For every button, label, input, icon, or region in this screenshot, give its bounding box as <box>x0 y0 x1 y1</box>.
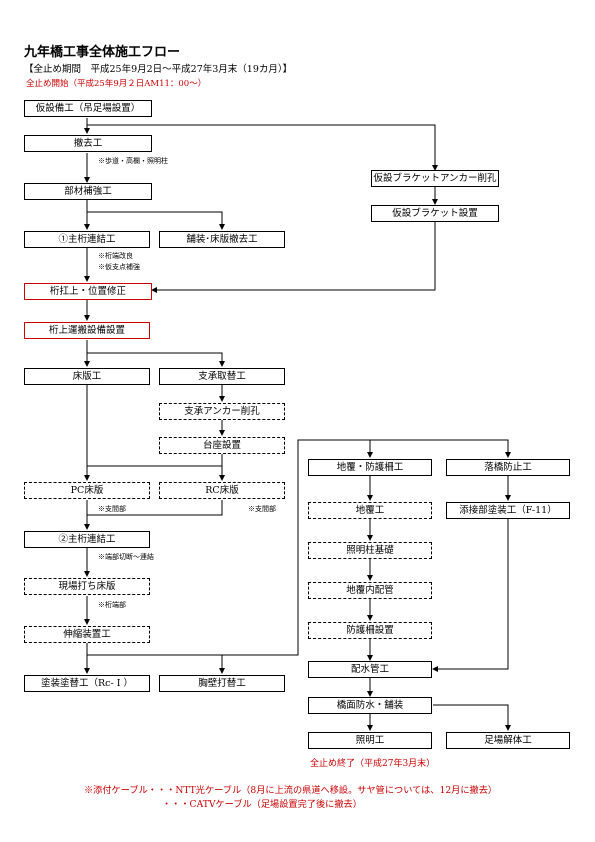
box-jifuku: 地覆工 <box>308 502 432 519</box>
box-bracket-anchor: 仮設ブラケットアンカー削孔 <box>371 170 499 187</box>
box-shisho-anchor: 支承アンカー削孔 <box>159 403 285 420</box>
box-genba-shoban: 現場打ち床版 <box>24 578 150 595</box>
box-rakkyo: 落橋防止工 <box>446 459 570 476</box>
box-shomei-kiso: 照明柱基礎 <box>308 542 432 559</box>
box-daiza: 台座設置 <box>159 437 285 454</box>
box-hoso: 舗装･床版撤去工 <box>159 231 285 248</box>
box-ashiba: 足場解体工 <box>446 732 570 749</box>
box-shomei: 照明工 <box>308 732 432 749</box>
box-buzai: 部材補強工 <box>24 183 152 200</box>
box-jifuku-boco: 地覆・防護柵工 <box>308 459 432 476</box>
note-rc-shikan: ※支間部 <box>248 505 276 513</box>
note-hodo: ※歩道・高欄・照明柱 <box>98 157 168 165</box>
box-bogosaku: 防護柵設置 <box>308 622 432 639</box>
box-keta-unpan: 桁上運搬設備設置 <box>24 322 150 339</box>
box-rc-shoban: RC床版 <box>159 482 285 499</box>
box-shugeta2: ②主桁連結工 <box>24 531 150 548</box>
box-kyoheki: 胸壁打替工 <box>159 675 285 692</box>
box-tosou: 塗装塗替工（Rc- I ） <box>24 675 150 692</box>
box-shinshuku: 伸縮装置工 <box>24 626 150 643</box>
note-tanbu: ※端部切断～連結 <box>98 553 154 561</box>
box-kasetsu: 仮設備工（吊足場設置） <box>24 100 152 117</box>
box-haisui: 配水管工 <box>308 661 432 678</box>
box-pc-shoban: PC床版 <box>24 482 150 499</box>
note-pc-shikan: ※支間部 <box>98 505 126 513</box>
box-shoban: 床版工 <box>24 368 150 385</box>
page-title: 九年橋工事全体施工フロー <box>24 45 181 60</box>
footer-note-ntt: ※添付ケーブル・・・NTT光ケーブル（8月に上流の県道へ移設。サヤ管については、… <box>84 785 498 796</box>
footer-note-catv: ・・・CATVケーブル（足場設置完了後に撤去） <box>162 799 362 810</box>
box-shisho: 支承取替工 <box>159 368 285 385</box>
note-karishiten: ※仮支点補強 <box>98 263 140 271</box>
box-bracket-set: 仮設ブラケット設置 <box>371 205 499 222</box>
box-keta-uage: 桁扛上・位置修正 <box>24 283 152 300</box>
box-tensetsu: 添接部塗装工（F-11） <box>446 502 570 519</box>
note-ketatanbu: ※桁端部 <box>98 601 126 609</box>
note-ketahata: ※桁端改良 <box>98 252 133 260</box>
full-closure-start: 全止め開始（平成25年9月２日AM11：00～） <box>26 79 207 89</box>
box-tekkyo: 撤去工 <box>24 135 152 152</box>
box-kyomen: 橋面防水・舗装 <box>308 697 432 714</box>
box-jifuku-haikan: 地覆内配管 <box>308 582 432 599</box>
box-shugeta1: ①主桁連結工 <box>24 231 150 248</box>
full-closure-period: 【全止め期間 平成25年9月2日～平成27年3月末（19カ月）】 <box>24 64 293 75</box>
full-closure-end: 全止め終了（平成27年3月末） <box>310 759 436 769</box>
